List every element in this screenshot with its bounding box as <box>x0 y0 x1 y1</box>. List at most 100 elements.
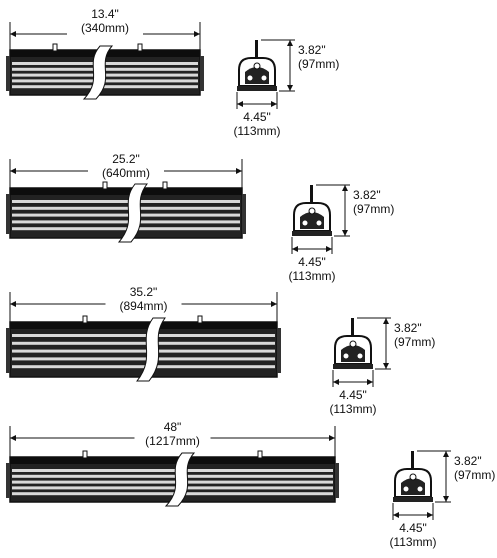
height-inch-label: 3.82" <box>394 321 422 335</box>
fixture-end-view: 3.82"(97mm) 4.45"(113mm) <box>329 317 435 416</box>
width-inch-label: 4.45" <box>339 388 367 402</box>
height-mm-label: (97mm) <box>394 335 435 349</box>
fixture-group-3: 35.2"(894mm) 3.82"(97mm) 4.45"(113mm) <box>6 284 435 416</box>
height-mm-label: (97mm) <box>353 202 394 216</box>
width-inch-label: 4.45" <box>243 110 271 124</box>
fixture-fin <box>12 486 333 490</box>
fixture-fin <box>12 200 240 203</box>
mounting-bracket <box>82 315 88 324</box>
end-screw <box>302 220 308 226</box>
width-mm-label: (113mm) <box>233 124 280 138</box>
fixture-side-view <box>6 315 281 382</box>
end-screw <box>247 75 253 81</box>
length-break-mark <box>164 452 196 507</box>
width-mm-label: (113mm) <box>288 269 335 283</box>
length-break-mark <box>82 45 114 100</box>
end-cap-left <box>6 463 10 498</box>
fixture-group-2: 25.2"(640mm) 3.82"(97mm) 4.45"(113mm) <box>6 151 394 283</box>
fixture-fin <box>12 349 275 353</box>
fixture-group-1: 13.4"(340mm) 3.82"(97mm) 4.45"(113mm) <box>6 6 339 138</box>
mounting-bracket <box>257 450 263 459</box>
height-inch-label: 3.82" <box>454 454 482 468</box>
length-break-mark <box>135 317 166 382</box>
end-screw <box>349 340 357 348</box>
length-break-mark <box>117 183 149 243</box>
fixture-end-view: 3.82"(97mm) 4.45"(113mm) <box>233 39 339 138</box>
length-dimension: 13.4"(340mm) <box>9 6 201 95</box>
height-inch-label: 3.82" <box>298 43 326 57</box>
fixture-fin <box>12 206 240 210</box>
end-housing-core <box>300 212 324 229</box>
end-cap-left <box>6 328 10 373</box>
mounting-bracket <box>102 181 108 190</box>
length-inch-label: 13.4" <box>91 7 119 21</box>
end-screw <box>308 207 316 215</box>
end-screw <box>409 473 417 481</box>
end-screw <box>403 486 409 492</box>
end-housing-core <box>401 478 425 495</box>
fixture-fin <box>12 227 240 231</box>
fixture-housing <box>9 321 278 378</box>
length-dimension: 35.2"(894mm) <box>9 284 278 377</box>
mounting-bracket <box>82 450 88 459</box>
length-mm-label: (894mm) <box>119 299 167 313</box>
end-screw <box>343 353 349 359</box>
fixture-fin <box>12 341 275 345</box>
end-cap-left <box>6 56 10 91</box>
end-lens <box>292 231 332 236</box>
fixture-fin <box>12 85 198 89</box>
end-lens <box>393 497 433 502</box>
fixture-fin <box>12 365 275 369</box>
fixture-fin <box>12 480 333 484</box>
end-screw <box>417 486 423 492</box>
end-cap-right <box>277 328 281 373</box>
end-lens <box>237 86 277 91</box>
mounting-bracket <box>137 43 143 52</box>
width-mm-label: (113mm) <box>389 535 436 549</box>
width-inch-label: 4.45" <box>399 521 427 535</box>
length-mm-label: (640mm) <box>102 166 150 180</box>
length-mm-label: (1217mm) <box>145 434 200 448</box>
end-screw <box>357 353 363 359</box>
height-mm-label: (97mm) <box>454 468 495 482</box>
mount-stem <box>255 40 258 58</box>
fixture-end-view: 3.82"(97mm) 4.45"(113mm) <box>288 184 394 283</box>
mounting-bracket <box>197 315 203 324</box>
end-cap-right <box>242 194 246 234</box>
width-mm-label: (113mm) <box>329 402 376 416</box>
fixture-top-rail <box>10 457 335 464</box>
end-screw <box>261 75 267 81</box>
end-screw <box>253 62 261 70</box>
end-housing-core <box>341 345 365 362</box>
mounting-bracket <box>52 43 58 52</box>
fixture-end-view: 3.82"(97mm) 4.45"(113mm) <box>389 450 495 549</box>
length-dimension: 48"(1217mm) <box>9 419 336 502</box>
height-inch-label: 3.82" <box>353 188 381 202</box>
fixture-fin <box>12 357 275 361</box>
end-cap-left <box>6 194 10 234</box>
length-dimension: 25.2"(640mm) <box>9 151 243 238</box>
fixture-fin <box>12 334 275 337</box>
fixture-fin <box>12 469 333 472</box>
fixture-fin <box>12 220 240 224</box>
fixture-fin <box>12 474 333 478</box>
end-cap-right <box>200 56 204 91</box>
length-inch-label: 25.2" <box>112 152 140 166</box>
end-lens <box>333 364 373 369</box>
fixture-side-view <box>6 450 339 507</box>
length-mm-label: (340mm) <box>81 21 129 35</box>
height-mm-label: (97mm) <box>298 57 339 71</box>
fixture-fin <box>12 492 333 496</box>
fixture-side-view <box>6 181 246 243</box>
width-inch-label: 4.45" <box>298 255 326 269</box>
mount-stem <box>351 318 354 336</box>
fixture-fin <box>12 213 240 217</box>
fixture-group-4: 48"(1217mm) 3.82"(97mm) 4.45"(113mm) <box>6 419 495 549</box>
mounting-bracket <box>162 181 168 190</box>
end-screw <box>316 220 322 226</box>
fixture-side-view <box>6 43 204 100</box>
fixture-top-rail <box>10 188 242 195</box>
end-cap-right <box>335 463 339 498</box>
mount-stem <box>411 451 414 469</box>
